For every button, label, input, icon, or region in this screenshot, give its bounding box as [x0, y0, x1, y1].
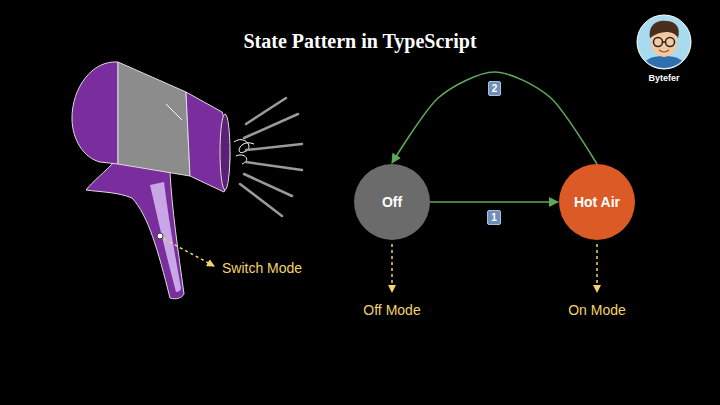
title: State Pattern in TypeScript	[0, 30, 720, 53]
switch-dot	[157, 233, 163, 239]
callout-number: 2	[488, 81, 502, 96]
avatar	[637, 15, 691, 72]
transition-arrow	[430, 201, 558, 203]
leader-line	[391, 244, 393, 292]
transition-arrow	[392, 72, 597, 164]
author-name: Bytefer	[648, 73, 679, 83]
dryer-nozzle	[186, 92, 230, 192]
state-circle: Hot Air	[559, 164, 635, 240]
dryer-body	[118, 62, 190, 176]
handle-stripe	[150, 182, 181, 292]
air-swirl	[234, 140, 254, 164]
leader-line	[164, 239, 214, 266]
state-name: Off	[382, 194, 402, 210]
callout-number: 1	[487, 210, 501, 225]
mode-label: On Mode	[568, 302, 626, 318]
state-name: Hot Air	[574, 194, 620, 210]
state-circle: Off	[354, 164, 430, 240]
hair-dryer	[72, 62, 302, 299]
motion-mark	[166, 104, 182, 120]
dryer-back-cap	[72, 62, 118, 164]
mode-label: Off Mode	[363, 302, 420, 318]
leader-line	[596, 244, 598, 292]
air-lines	[240, 98, 302, 216]
dryer-handle	[86, 158, 184, 299]
control-label: Switch Mode	[222, 260, 302, 276]
nozzle-opening	[220, 114, 230, 190]
